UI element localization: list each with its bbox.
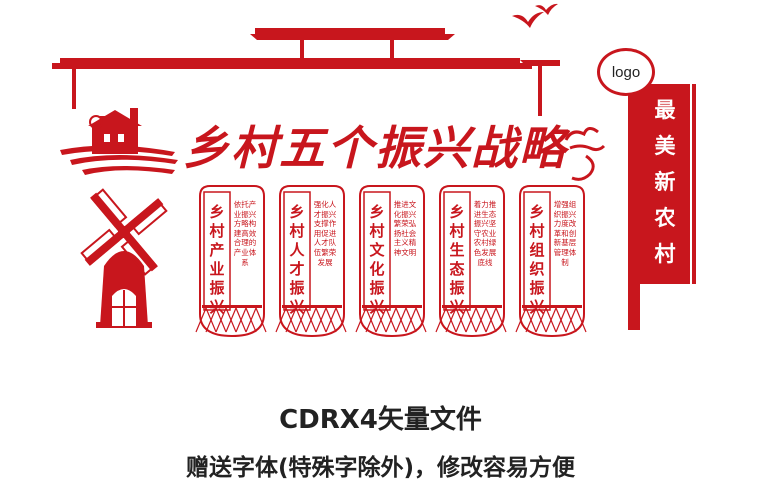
panel-lattice-line — [455, 307, 467, 333]
panel-lattice-line — [325, 307, 337, 333]
panel-lattice-line — [375, 307, 387, 333]
panel-outline — [279, 185, 345, 338]
panel-lattice-line — [475, 307, 487, 333]
panel-lattice-line — [495, 307, 507, 333]
panel-lattice-line — [545, 307, 557, 333]
panel-lattice-line — [335, 307, 347, 333]
vertical-banner — [628, 70, 696, 330]
panel-title: 乡村组织振兴 — [529, 203, 545, 316]
cloud-scroll-icon — [564, 127, 606, 181]
panel-lattice-line — [445, 307, 457, 333]
panel-lattice-line — [515, 307, 527, 333]
panel-frame — [195, 185, 267, 338]
panel-body: 推进文化振兴繁荣弘扬社会主义精神文明 — [393, 200, 417, 257]
vertical-title-char: 村 — [654, 242, 676, 266]
panel-lattice-line — [205, 307, 217, 333]
caption-note: 赠送字体(特殊字除外)，修改容易方便 — [185, 455, 576, 481]
panel-lattice-line — [275, 307, 287, 333]
panel-lattice-line — [215, 307, 227, 333]
panel-base-bar — [362, 305, 422, 308]
panel-lattice-line — [485, 307, 497, 333]
panel-frame — [355, 185, 427, 338]
panel-lattice-line — [575, 307, 587, 333]
main-title: 乡村五个振兴战略 — [183, 121, 567, 175]
panel-lattice-line — [245, 307, 257, 333]
panel-lattice-line — [285, 307, 297, 333]
panel-lattice-line — [255, 307, 267, 333]
windmill-icon — [80, 188, 168, 328]
panel-outline — [359, 185, 425, 338]
panel-lattice-line — [535, 307, 547, 333]
panel-lattice-line — [365, 307, 377, 333]
panel-body: 着力推进生态振兴坚守农业农村绿色发展底线 — [473, 200, 497, 267]
panel-lattice-line — [555, 307, 567, 333]
panel-lattice-line — [435, 307, 447, 333]
panel-lattice-line — [225, 307, 237, 333]
farmhouse-icon — [60, 108, 178, 175]
panel-title: 乡村产业振兴 — [209, 203, 225, 316]
panel-lattice-line — [385, 307, 397, 333]
panel-base-bar — [282, 305, 342, 308]
panel-lattice-line — [195, 307, 207, 333]
panel-lattice-line — [525, 307, 537, 333]
panel-base-bar — [202, 305, 262, 308]
panel-lattice-line — [355, 307, 367, 333]
panel-base-bar — [522, 305, 582, 308]
panel-lattice-line — [565, 307, 577, 333]
panel-body: 依托产业振兴方略构建高效合理的产业体系 — [233, 200, 257, 267]
vertical-title-char: 农 — [654, 206, 676, 230]
vertical-title-char: 美 — [654, 134, 676, 158]
logo-badge: logo — [597, 48, 655, 96]
caption-format: CDRX4矢量文件 — [279, 405, 482, 435]
panel-body: 强化人才振兴支撑作用促进人才队伍繁荣发展 — [313, 200, 337, 267]
panel-lattice-line — [235, 307, 247, 333]
panels-group — [195, 185, 587, 338]
panel-frame — [275, 185, 347, 338]
panel-title: 乡村人才振兴 — [289, 203, 305, 316]
vertical-title: 最 美 新 农 村 — [645, 92, 685, 272]
panel-lattice-line — [295, 307, 307, 333]
panel-lattice-line — [315, 307, 327, 333]
panel-lattice-line — [415, 307, 427, 333]
logo-text: logo — [611, 63, 641, 81]
panel-outline — [439, 185, 505, 338]
vertical-title-char: 新 — [654, 170, 676, 194]
panel-lattice-line — [465, 307, 477, 333]
panel-lattice-line — [305, 307, 317, 333]
panel-body: 增强组织振兴力度改革和创新基层管理体制 — [553, 200, 577, 267]
roof-frames — [52, 28, 560, 116]
panel-outline — [199, 185, 265, 338]
panel-frame — [515, 185, 587, 338]
panel-outline — [519, 185, 585, 338]
panel-lattice-line — [395, 307, 407, 333]
panel-lattice-line — [405, 307, 417, 333]
vertical-title-char: 最 — [654, 98, 676, 122]
panel-base-bar — [442, 305, 502, 308]
birds-icon — [512, 3, 558, 28]
panel-title: 乡村文化振兴 — [369, 203, 385, 316]
panel-frame — [435, 185, 507, 338]
panel-title: 乡村生态振兴 — [449, 203, 465, 316]
